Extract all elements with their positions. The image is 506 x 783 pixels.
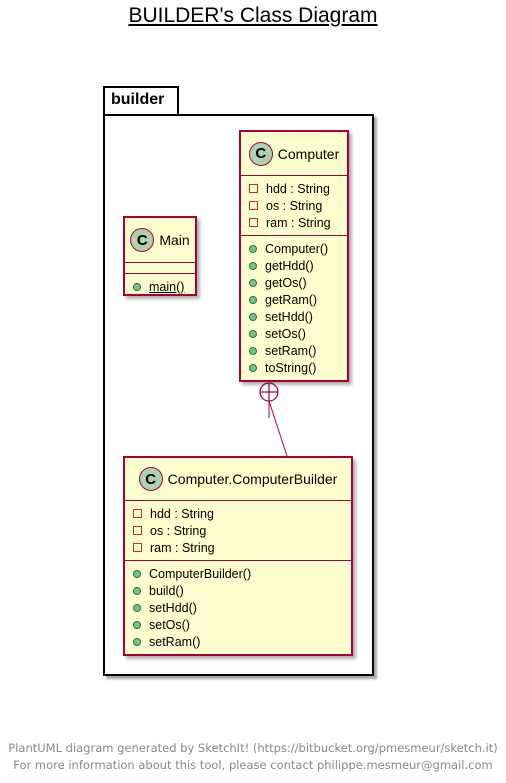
package-name: builder (111, 91, 165, 108)
method-name: build() (149, 583, 184, 598)
method-row: getHdd() (249, 257, 347, 274)
class-computer-builder[interactable]: C Computer.ComputerBuilder hdd : String … (123, 456, 353, 656)
method-name: setRam() (149, 634, 201, 649)
method-name: getOs() (265, 275, 307, 290)
class-main-fields (125, 263, 195, 274)
public-icon (133, 603, 141, 612)
field-hdd: hdd : String (150, 506, 214, 521)
field-row: ram : String (249, 214, 347, 231)
class-main-header: C Main (125, 218, 195, 263)
public-icon (249, 346, 257, 355)
field-ram: ram : String (266, 215, 331, 230)
field-hdd: hdd : String (266, 181, 330, 196)
method-row: main() (133, 278, 195, 295)
class-stereotype-icon: C (138, 467, 163, 491)
method-row: getRam() (249, 291, 347, 308)
class-stereotype-icon: C (130, 228, 155, 252)
method-name: toString() (265, 360, 317, 375)
method-row: setRam() (249, 342, 347, 359)
public-icon (133, 569, 141, 578)
field-row: ram : String (133, 539, 351, 556)
class-builder-header: C Computer.ComputerBuilder (125, 458, 351, 501)
class-main[interactable]: C Main main() (123, 216, 197, 296)
field-row: os : String (249, 197, 347, 214)
public-icon (249, 312, 257, 321)
public-icon (249, 244, 257, 253)
public-icon (133, 620, 141, 629)
method-name: ComputerBuilder() (149, 566, 252, 581)
class-main-methods: main() (125, 274, 195, 299)
method-row: setOs() (249, 325, 347, 342)
class-builder-methods: ComputerBuilder() build() setHdd() setOs… (125, 561, 351, 654)
footer-line-1: PlantUML diagram generated by SketchIt! … (8, 741, 498, 755)
class-main-name: Main (159, 232, 190, 248)
class-computer-methods: Computer() getHdd() getOs() getRam() set… (241, 236, 347, 380)
method-name: setHdd() (265, 309, 313, 324)
package-tab: builder (103, 86, 179, 114)
private-icon (249, 201, 258, 210)
method-name: setRam() (265, 343, 317, 358)
public-icon (249, 329, 257, 338)
method-name: getHdd() (265, 258, 314, 273)
field-row: os : String (133, 522, 351, 539)
method-row: getOs() (249, 274, 347, 291)
private-icon (249, 184, 258, 193)
field-os: os : String (266, 198, 323, 213)
public-icon (249, 278, 257, 287)
field-os: os : String (150, 523, 207, 538)
private-icon (133, 509, 142, 518)
method-row: setOs() (133, 616, 351, 633)
method-name: getRam() (265, 292, 318, 307)
method-name: setHdd() (149, 600, 197, 615)
class-computer-name: Computer (277, 145, 340, 162)
class-computer-header: C Computer (241, 132, 347, 176)
field-row: hdd : String (249, 180, 347, 197)
field-ram: ram : String (150, 540, 215, 555)
public-icon (249, 295, 257, 304)
class-computer-fields: hdd : String os : String ram : String (241, 176, 347, 236)
public-icon (133, 586, 141, 595)
method-name: Computer() (265, 241, 329, 256)
method-name: setOs() (265, 326, 306, 341)
public-icon (133, 637, 141, 646)
method-row: toString() (249, 359, 347, 376)
private-icon (133, 526, 142, 535)
method-row: ComputerBuilder() (133, 565, 351, 582)
class-computer[interactable]: C Computer hdd : String os : String ram … (239, 130, 349, 382)
method-main: main() (149, 279, 185, 294)
private-icon (133, 543, 142, 552)
method-row: setRam() (133, 633, 351, 650)
class-builder-fields: hdd : String os : String ram : String (125, 501, 351, 561)
diagram-title: BUILDER's Class Diagram (128, 4, 378, 27)
public-icon (249, 363, 257, 372)
field-row: hdd : String (133, 505, 351, 522)
class-stereotype-icon: C (248, 141, 273, 166)
method-row: setHdd() (133, 599, 351, 616)
method-row: build() (133, 582, 351, 599)
method-row: setHdd() (249, 308, 347, 325)
method-name: setOs() (149, 617, 190, 632)
public-icon (249, 261, 257, 270)
private-icon (249, 218, 258, 227)
class-builder-name: Computer.ComputerBuilder (167, 471, 338, 487)
public-icon (133, 282, 141, 291)
method-row: Computer() (249, 240, 347, 257)
nesting-relation (259, 382, 288, 457)
footer-line-2: For more information about this tool, pl… (13, 758, 493, 772)
